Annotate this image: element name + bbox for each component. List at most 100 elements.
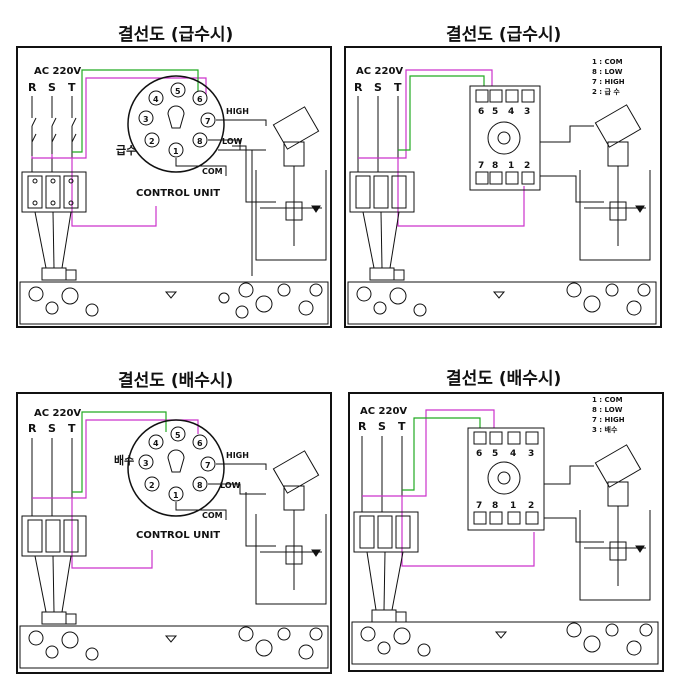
pin-6-label: 6 [197,95,203,104]
magenta-wiring [362,409,535,567]
terminal-8-label: 8 [492,501,498,511]
panel-title-3: 결선도 (배수시) [118,371,234,391]
motor-leads [34,211,72,269]
phase-s-label: S [378,420,386,433]
probe-wiring [175,463,276,547]
pump-motor [41,611,77,625]
control-unit-label: CONTROL UNIT [136,188,220,199]
level-sensor [594,444,642,586]
phase-r-label: R [354,81,363,94]
terminal-4-label: 4 [510,449,516,459]
level-sensor [272,106,320,246]
terminal-2-label: 2 [524,161,530,171]
pin-5-label: 5 [175,431,181,440]
phase-r-label: R [358,420,367,433]
probe-high-label: HIGH [226,451,249,460]
pin-6-label: 6 [197,439,203,448]
control-unit-socket [127,75,225,173]
control-unit-pins [138,82,216,158]
pin-2-label: 2 [149,481,155,490]
legend-high: 7 : HIGH [592,78,625,86]
probe-wiring [175,119,276,276]
panel-title-4: 결선도 (배수시) [446,369,562,389]
ground-level-marker [492,291,506,299]
panel-title-2: 결선도 (급수시) [446,25,562,45]
probe-com-label: COM [202,511,223,520]
terminal-5-label: 5 [492,107,498,117]
ground-stones [19,281,329,325]
ground-stones [351,621,659,665]
pin-3-label: 3 [143,459,149,468]
legend-pump: 2 : 급 수 [592,88,620,96]
pin-4-label: 4 [153,439,159,448]
phase-s-label: S [48,81,56,94]
terminal-3-label: 3 [528,449,534,459]
pin-3-label: 3 [143,115,149,124]
pump-label: 급수 [116,144,136,157]
supply-label: AC 220V [360,406,407,417]
magenta-wiring [358,69,525,227]
motor-leads [366,551,404,611]
pin-7-label: 7 [205,117,211,126]
level-sensor [272,450,320,590]
probe-low-label: LOW [220,481,241,490]
supply-label: AC 220V [34,66,81,77]
terminal-7-label: 7 [476,501,482,511]
ground-stones [347,281,657,325]
pump-motor [41,267,77,281]
phase-t-label: T [398,420,406,433]
panel-frame-1 [16,46,332,328]
terminal-7-label: 7 [478,161,484,171]
contactor-block [21,171,87,213]
contactor-block [21,515,87,557]
pump-motor [371,609,407,623]
contactor-block [349,171,415,213]
water-tank [255,170,327,261]
level-sensor [594,104,642,246]
relay-base [469,85,541,191]
terminal-6-label: 6 [476,449,482,459]
phase-s-label: S [48,422,56,435]
water-tank [579,170,651,261]
magenta-wiring [31,77,207,227]
terminal-1-label: 1 [510,501,516,511]
phase-t-label: T [68,81,76,94]
pin-8-label: 8 [197,137,203,146]
terminal-1-label: 1 [508,161,514,171]
pin-5-label: 5 [175,87,181,96]
probe-com-label: COM [202,167,223,176]
green-wiring [72,69,199,153]
probe-wiring [540,125,604,203]
pin-8-label: 8 [197,481,203,490]
probe-low-label: LOW [222,137,243,146]
terminal-3-label: 3 [524,107,530,117]
phase-r-label: R [28,422,37,435]
motor-leads [362,211,400,269]
supply-label: AC 220V [34,408,81,419]
green-wiring [398,75,485,151]
terminal-6-label: 6 [478,107,484,117]
control-unit-label: CONTROL UNIT [136,530,220,541]
ground-level-marker [494,631,508,639]
panel-title-1: 결선도 (급수시) [118,25,234,45]
pump-label: 배수 [114,453,134,467]
supply-label: AC 220V [356,66,403,77]
control-unit-socket [127,419,225,517]
motor-leads [34,555,72,613]
panel-frame-3 [16,392,332,674]
terminal-4-label: 4 [508,107,514,117]
control-unit-pins [138,426,216,502]
probe-wiring [544,465,604,543]
supply-lines [361,436,403,512]
terminal-8-label: 8 [492,161,498,171]
phase-t-label: T [68,422,76,435]
ground-stones [19,625,329,669]
panel-frame-2 [344,46,662,328]
green-wiring [402,417,481,491]
phase-t-label: T [394,81,402,94]
pin-4-label: 4 [153,95,159,104]
ground-level-marker [164,635,178,643]
